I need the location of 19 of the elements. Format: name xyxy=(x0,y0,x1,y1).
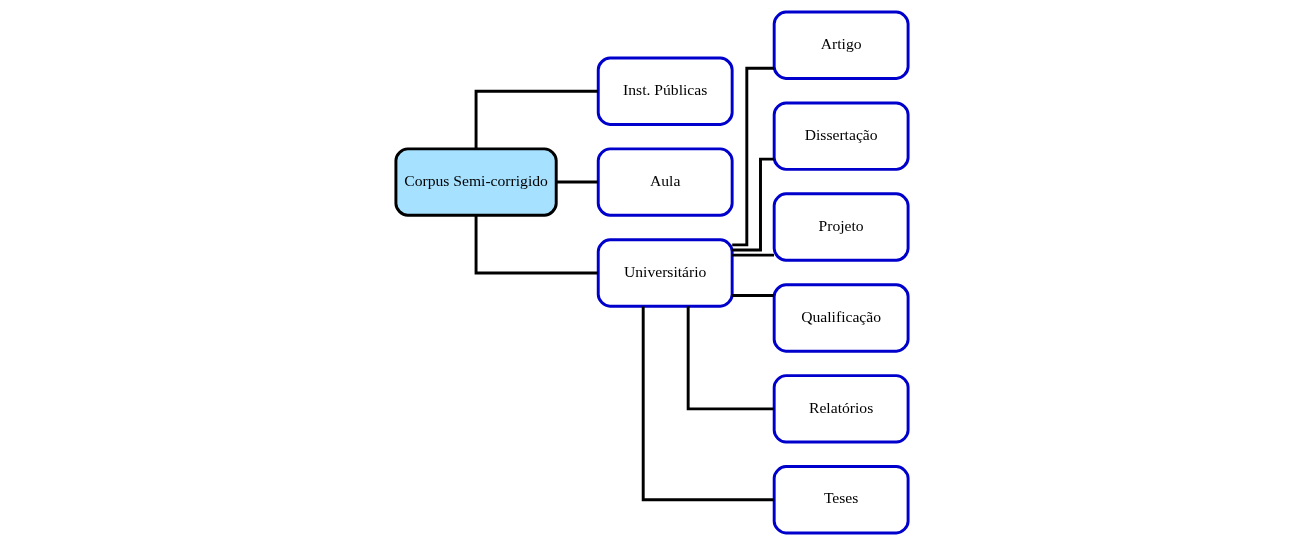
connector xyxy=(474,215,598,275)
connector xyxy=(686,306,775,411)
connector xyxy=(732,294,774,297)
connector xyxy=(732,157,775,252)
node-box: Universitário xyxy=(596,238,734,308)
connector xyxy=(732,253,774,257)
connector xyxy=(474,89,598,149)
node-box: Artigo xyxy=(772,10,910,80)
node-box: Aula xyxy=(596,147,734,217)
node-box: Relatórios xyxy=(772,374,910,444)
node-box: Projeto xyxy=(772,192,910,262)
connector xyxy=(556,180,598,184)
node-box: Inst. Públicas xyxy=(596,56,734,126)
connector xyxy=(732,66,775,247)
node-box: Teses xyxy=(772,465,910,535)
node-box: Corpus Semi-corrigido xyxy=(394,147,558,217)
node-box: Dissertação xyxy=(772,101,910,171)
connector xyxy=(641,306,775,502)
node-box: Qualificação xyxy=(772,283,910,353)
